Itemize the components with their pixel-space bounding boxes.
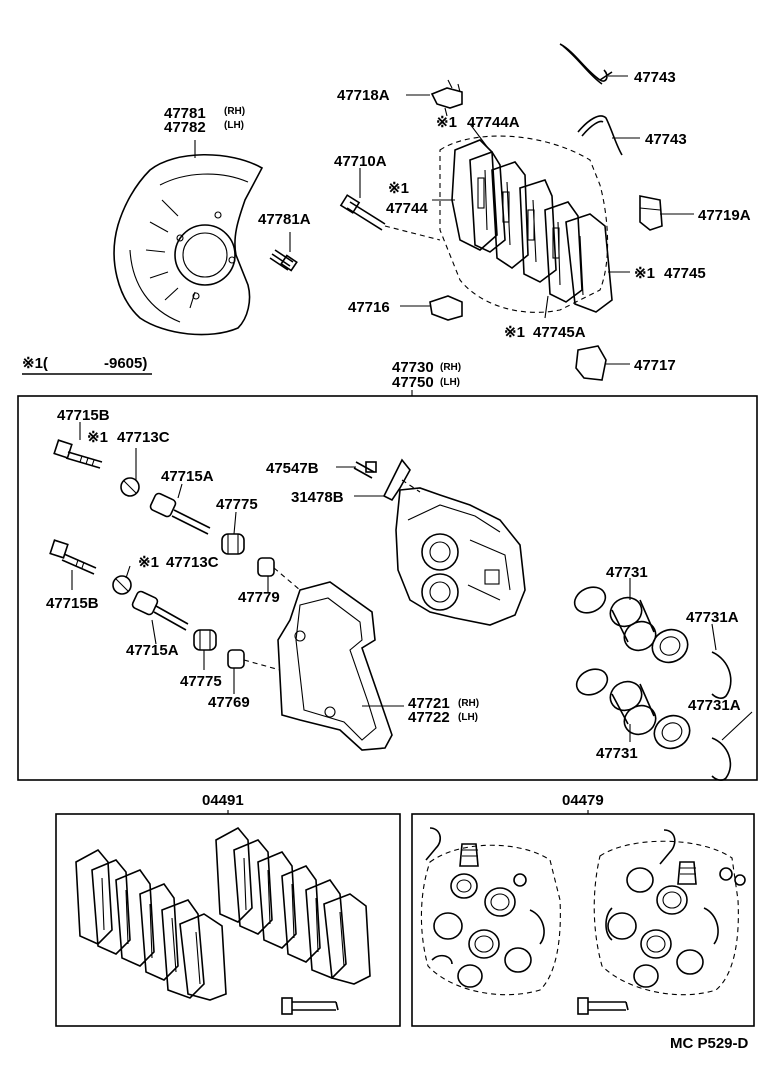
pad-kit-number: 04491	[202, 792, 244, 809]
sleeve-number: 47779	[238, 589, 280, 606]
slide-pin-a-bottom-icon	[131, 590, 189, 631]
shim-number: 47744	[386, 200, 428, 217]
mounting-rh-side: (RH)	[458, 698, 479, 709]
shield-rh-number: 47781	[164, 105, 206, 122]
pad-kit-pads-right	[215, 826, 371, 985]
pad-kit-pads-left	[75, 848, 227, 1001]
sleeve-2-number: 47769	[208, 694, 250, 711]
shield-lh-number: 47782	[164, 119, 206, 136]
clip-top-number: 47718A	[337, 87, 390, 104]
bush-top-number: 47775	[216, 496, 258, 513]
bleeder-icon	[353, 461, 377, 479]
pad-clip-lower-icon	[429, 295, 463, 321]
mounting-lh-side: (LH)	[458, 712, 478, 723]
sleeve-icon	[257, 557, 275, 577]
seal-kit-caliper-left	[420, 827, 561, 996]
clip-right-number: 47719A	[698, 207, 751, 224]
shield-bolt-icon	[269, 249, 298, 272]
bleeder-number: 47547B	[266, 460, 319, 477]
slide-pin-a-top-icon	[149, 492, 211, 535]
seal-kit-pin-icon	[577, 997, 629, 1015]
footnote-text: -9605)	[104, 355, 147, 372]
caliper-assembly-box	[17, 395, 758, 781]
dust-shield	[113, 153, 264, 336]
piston-bottom-icon	[575, 668, 691, 750]
shield-rh-side: (RH)	[224, 106, 245, 117]
bolt-b-top-icon	[53, 439, 103, 469]
anti-rattle-spring-lower-icon	[577, 115, 623, 156]
brake-pad-stack	[451, 139, 613, 313]
spring-1-number: 47743	[634, 69, 676, 86]
caliper-rh-side: (RH)	[440, 362, 461, 373]
slide-pin-a-bottom-number: 47715A	[126, 642, 179, 659]
wear-shim-a-number: 47745A	[533, 324, 586, 341]
antisqueal-1-mark: ※1	[436, 114, 457, 131]
pad-clip-top-icon	[430, 79, 463, 117]
wear-shim-a-mark: ※1	[504, 324, 525, 341]
seal-kit-box	[411, 813, 755, 1027]
caliper-outline-dashed	[439, 135, 609, 313]
boot-c-top-icon	[120, 477, 140, 497]
wear-shim-number: 47745	[664, 265, 706, 282]
antisqueal-1-number: 47744A	[467, 114, 520, 131]
shield-bolt-number: 47781A	[258, 211, 311, 228]
boot-c-bottom-mark: ※1	[138, 554, 159, 571]
clip-lower-number: 47716	[348, 299, 390, 316]
ring-bottom-number: 47731A	[688, 697, 741, 714]
caliper-rh-number: 47730	[392, 359, 434, 376]
pin-bolt-number: 47710A	[334, 153, 387, 170]
seal-kit-number: 04479	[562, 792, 604, 809]
bush-bottom-icon	[193, 629, 217, 651]
boot-c-bottom-number: 47713C	[166, 554, 219, 571]
bush-top-icon	[221, 533, 245, 555]
ring-top-number: 47731A	[686, 609, 739, 626]
ring-bottom-icon	[711, 737, 732, 781]
caliper-lh-number: 47750	[392, 374, 434, 391]
mounting-bracket	[277, 581, 393, 751]
piston-top-icon	[573, 586, 689, 664]
boot-c-top-number: 47713C	[117, 429, 170, 446]
boot-c-bottom-icon	[112, 575, 132, 595]
pad-kit-pin-icon	[281, 997, 339, 1015]
ring-top-icon	[711, 651, 732, 699]
bush-bottom-number: 47775	[180, 673, 222, 690]
shim-mark: ※1	[388, 180, 409, 197]
bolt-b-bottom-number: 47715B	[46, 595, 99, 612]
mounting-rh-number: 47721	[408, 695, 450, 712]
bolt-b-bottom-icon	[49, 539, 97, 575]
pad-clip-bottom-icon	[575, 345, 607, 381]
bolt-b-top-number: 47715B	[57, 407, 110, 424]
anti-rattle-spring-upper-icon	[559, 43, 613, 85]
boot-c-top-mark: ※1	[87, 429, 108, 446]
figure-code: MC P529-D	[670, 1035, 749, 1052]
piston-top-number: 47731	[606, 564, 648, 581]
bleeder-cap-icon	[382, 458, 411, 502]
clip-bottom-number: 47717	[634, 357, 676, 374]
bleeder-cap-number: 31478B	[291, 489, 344, 506]
caliper-lh-side: (LH)	[440, 377, 460, 388]
wear-shim-mark: ※1	[634, 265, 655, 282]
caliper-body	[395, 487, 526, 626]
pin-bolt-icon	[339, 194, 386, 231]
shield-lh-side: (LH)	[224, 120, 244, 131]
footnote-mark: ※1(	[22, 355, 48, 372]
spring-2-number: 47743	[645, 131, 687, 148]
piston-bottom-number: 47731	[596, 745, 638, 762]
sleeve-2-icon	[227, 649, 245, 669]
pad-kit-box	[55, 813, 401, 1027]
seal-kit-caliper-right	[593, 829, 746, 996]
slide-pin-a-top-number: 47715A	[161, 468, 214, 485]
pad-clip-right-icon	[639, 195, 663, 231]
mounting-lh-number: 47722	[408, 709, 450, 726]
